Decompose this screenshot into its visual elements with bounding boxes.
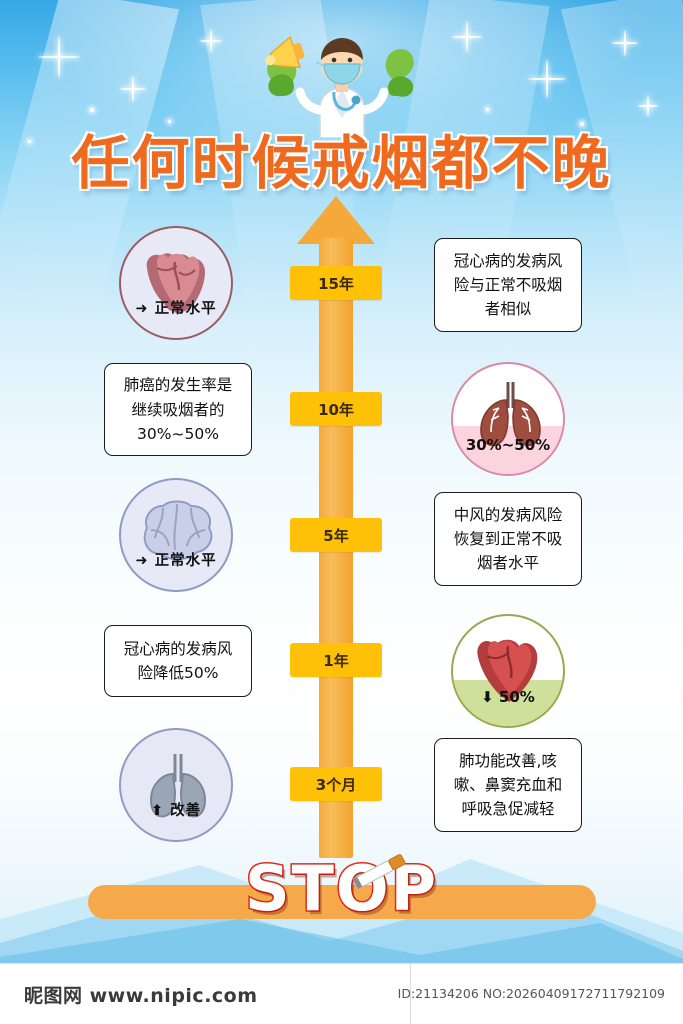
footer-meta: ID:21134206 NO:20260409172711792109: [397, 986, 665, 1001]
stop-wrap: STOP: [0, 851, 683, 927]
poster-title-wrap: 任何时候戒烟都不晚: [0, 116, 683, 200]
right-circle-lungs-caption: 30%~50%: [465, 436, 551, 454]
timeline-chip-15y: 15年: [290, 266, 382, 300]
timeline-chip-1y: 1年: [290, 643, 382, 677]
right-circle-heart-caption: ⬇ 50%: [481, 688, 535, 706]
left-circle-brain: ➜ 正常水平: [119, 478, 233, 592]
stop-label: STOP: [243, 851, 439, 927]
timeline-arrow-head: [297, 196, 375, 244]
sparkle-dot-icon: [486, 108, 489, 111]
left-circle-lungs-caption: ⬆ 改善: [150, 803, 202, 819]
left-circle-brain-caption: ➜ 正常水平: [135, 553, 217, 569]
sparkle-dot-icon: [90, 108, 94, 112]
timeline-chip-3m: 3个月: [290, 767, 382, 801]
heart-icon: [453, 639, 563, 726]
lungs-icon: [453, 382, 563, 474]
footer-bar: 昵图网 www.nipic.com ID:21134206 NO:2026040…: [0, 963, 683, 1024]
right-circle-heart: ⬇ 50%: [451, 614, 565, 728]
right-text-stroke-risk: 中风的发病风险恢复到正常不吸烟者水平: [434, 492, 582, 586]
right-text-chd-similar: 冠心病的发病风险与正常不吸烟者相似: [434, 238, 582, 332]
timeline-chip-5y: 5年: [290, 518, 382, 552]
right-text-lung-function: 肺功能改善,咳嗽、鼻窦充血和呼吸急促减轻: [434, 738, 582, 832]
left-text-lung-cancer: 肺癌的发生率是继续吸烟者的30%~50%: [104, 363, 252, 456]
doctor-illustration: [265, 35, 414, 138]
base-bar: [88, 885, 596, 919]
brain-icon: [143, 500, 213, 566]
sparkle-dot-icon: [28, 140, 31, 143]
left-circle-heart: ➜ 正常水平: [119, 226, 233, 340]
heart-icon: [146, 253, 205, 314]
right-circle-lungs: 30%~50%: [451, 362, 565, 476]
timeline-chip-10y: 10年: [290, 392, 382, 426]
page-title: 任何时候戒烟都不晚: [70, 128, 612, 198]
sparkle-dot-icon: [168, 120, 171, 123]
footer-divider: [410, 963, 411, 1024]
left-circle-heart-caption: ➜ 正常水平: [135, 301, 217, 317]
left-circle-lungs: ⬆ 改善: [119, 728, 233, 842]
lungs-icon: [149, 754, 207, 818]
cigarette-icon: [352, 854, 406, 889]
sparkle-dot-icon: [580, 122, 584, 126]
footer-brand: 昵图网 www.nipic.com: [24, 985, 258, 1007]
left-text-chd-risk: 冠心病的发病风险降低50%: [104, 625, 252, 697]
